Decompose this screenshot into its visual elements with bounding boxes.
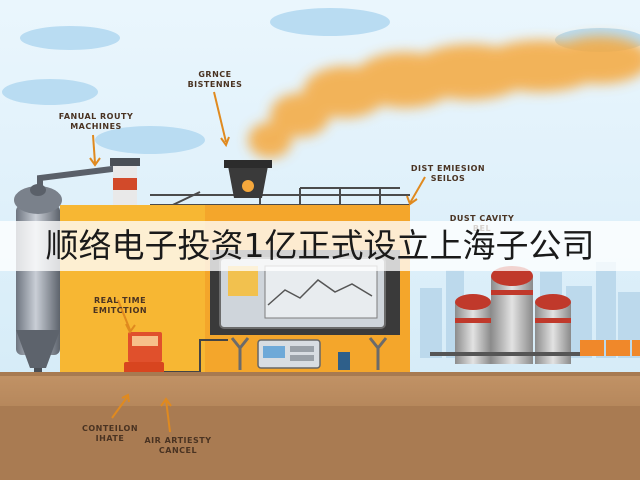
callout-arrows — [89, 91, 426, 433]
background-city — [420, 262, 640, 358]
label-bottom-center: AIR ARTIESTY CANCEL — [144, 436, 212, 455]
label-top-left: FANUAL ROUTY MACHINES — [58, 112, 134, 131]
storage-tanks — [430, 266, 580, 364]
connecting-pipe — [37, 165, 121, 186]
smoke-plume — [248, 36, 640, 158]
roof-stack — [224, 160, 272, 198]
label-bottom-left: CONTEILON IHATE — [81, 424, 139, 443]
label-right-upper: DIST EMIESION SEILOS — [410, 164, 486, 183]
headline-banner — [0, 221, 640, 271]
label-top-center: GRNCE BISTENNES — [187, 70, 243, 89]
ground — [0, 372, 640, 480]
label-left-middle: REAL TIME EMITCTION — [92, 296, 148, 315]
left-silo — [14, 184, 62, 376]
headline-text: 顺络电子投资1亿正式设立上海子公司 — [45, 226, 595, 265]
rail-cars — [580, 340, 640, 356]
